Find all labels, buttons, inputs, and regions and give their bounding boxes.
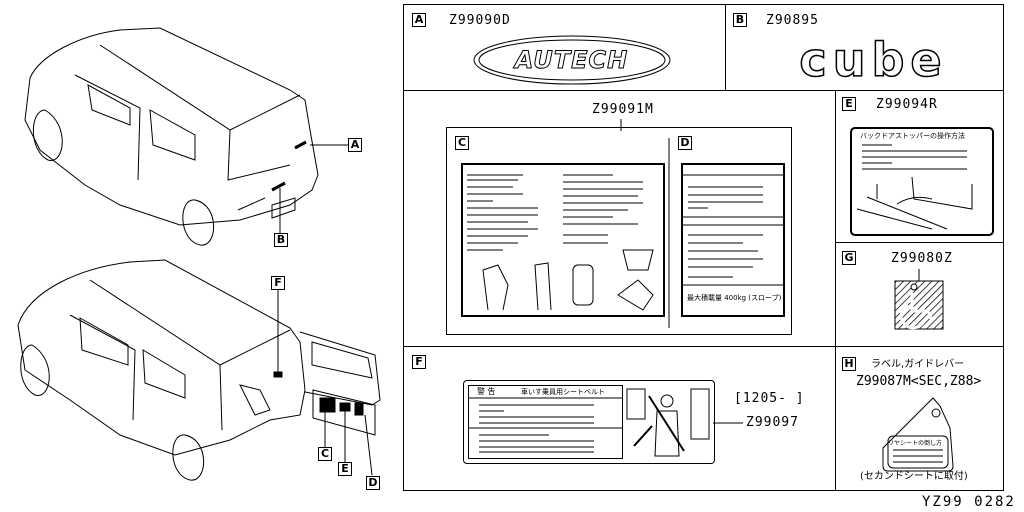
panel-b-part-number: Z90895 <box>766 13 819 28</box>
cube-emblem-text: cube <box>799 33 948 87</box>
panel-h-description: ラベル,ガイドレバー <box>871 359 965 370</box>
panel-b: B Z90895 cube <box>725 4 1004 91</box>
panel-h-note: (セカンドシートに取付) <box>860 471 968 482</box>
diagram-reference-code: YZ99 0282 <box>922 494 1016 510</box>
label-f-heading: 警 告 <box>477 387 496 396</box>
panel-c-letter: C <box>455 136 469 150</box>
guide-lever-tag <box>882 397 954 472</box>
divider <box>668 138 670 328</box>
leader-line <box>713 422 743 424</box>
panel-h: H ラベル,ガイドレバー Z99087M<SEC,Z88> リヤシートの倒し方 … <box>835 346 1004 491</box>
label-d-footer: 最大積載量 400kg (スロープ) <box>687 294 782 302</box>
label-f-title: 車いす乗員用シートベルト <box>521 388 605 396</box>
label-f-text-box: 警 告 車いす乗員用シートベルト <box>468 385 623 459</box>
panel-b-letter: B <box>733 13 747 27</box>
panel-a: A Z99090D AUTECH <box>403 4 726 91</box>
panel-f: F 警 告 車いす乗員用シートベルト <box>403 346 836 491</box>
panel-g: G Z99080Z <box>835 242 1004 347</box>
panel-g-part-number: Z99080Z <box>891 251 953 266</box>
car-rear-open-drawing <box>17 259 381 481</box>
panel-e-letter: E <box>842 97 856 111</box>
panel-d-letter: D <box>678 136 692 150</box>
panel-f-part-number: Z99097 <box>746 415 799 430</box>
label-e-backdoor-stopper: バックドアストッパーの操作方法 <box>850 127 994 236</box>
car-rear-closed-drawing <box>24 27 348 246</box>
panel-a-letter: A <box>412 13 426 27</box>
cd-label-sheet: C D <box>446 127 792 335</box>
leader-line <box>620 119 622 131</box>
label-e-title: バックドアストッパーの操作方法 <box>860 132 965 140</box>
panel-a-part-number: Z99090D <box>449 13 511 28</box>
panel-f-date-code: [1205- ] <box>734 391 805 406</box>
guide-lever-tag-title: リヤシートの倒し方 <box>888 440 943 447</box>
label-d-warning: 最大積載量 400kg (スロープ) <box>681 163 785 317</box>
autech-emblem <box>473 35 671 85</box>
panel-h-letter: H <box>842 357 856 371</box>
panel-cd-part-number: Z99091M <box>592 102 654 117</box>
label-e-illustration <box>856 144 973 230</box>
callout-a[interactable]: A <box>348 138 362 152</box>
wheelchair-icon <box>894 269 944 330</box>
label-f-seatbelt: 警 告 車いす乗員用シートベルト <box>463 380 715 464</box>
panel-e: E Z99094R バックドアストッパーの操作方法 <box>835 90 1004 243</box>
callout-f[interactable]: F <box>271 276 285 290</box>
panel-h-part-number: Z99087M<SEC,Z88> <box>856 374 982 389</box>
label-d-text-lines <box>683 174 783 286</box>
callout-d[interactable]: D <box>366 476 380 490</box>
panel-e-part-number: Z99094R <box>876 97 938 112</box>
autech-emblem-text: AUTECH <box>514 46 629 75</box>
callout-b[interactable]: B <box>274 233 288 247</box>
panel-g-letter: G <box>842 251 856 265</box>
panel-cd: Z99091M C D <box>403 90 836 347</box>
seatbelt-illustration <box>626 388 710 457</box>
callout-c[interactable]: C <box>318 447 332 461</box>
callout-e[interactable]: E <box>338 462 352 476</box>
label-f-text-lines <box>469 397 622 453</box>
panel-f-letter: F <box>412 355 426 369</box>
label-c-operating-instructions <box>461 163 665 317</box>
label-c-text-lines <box>467 174 654 311</box>
